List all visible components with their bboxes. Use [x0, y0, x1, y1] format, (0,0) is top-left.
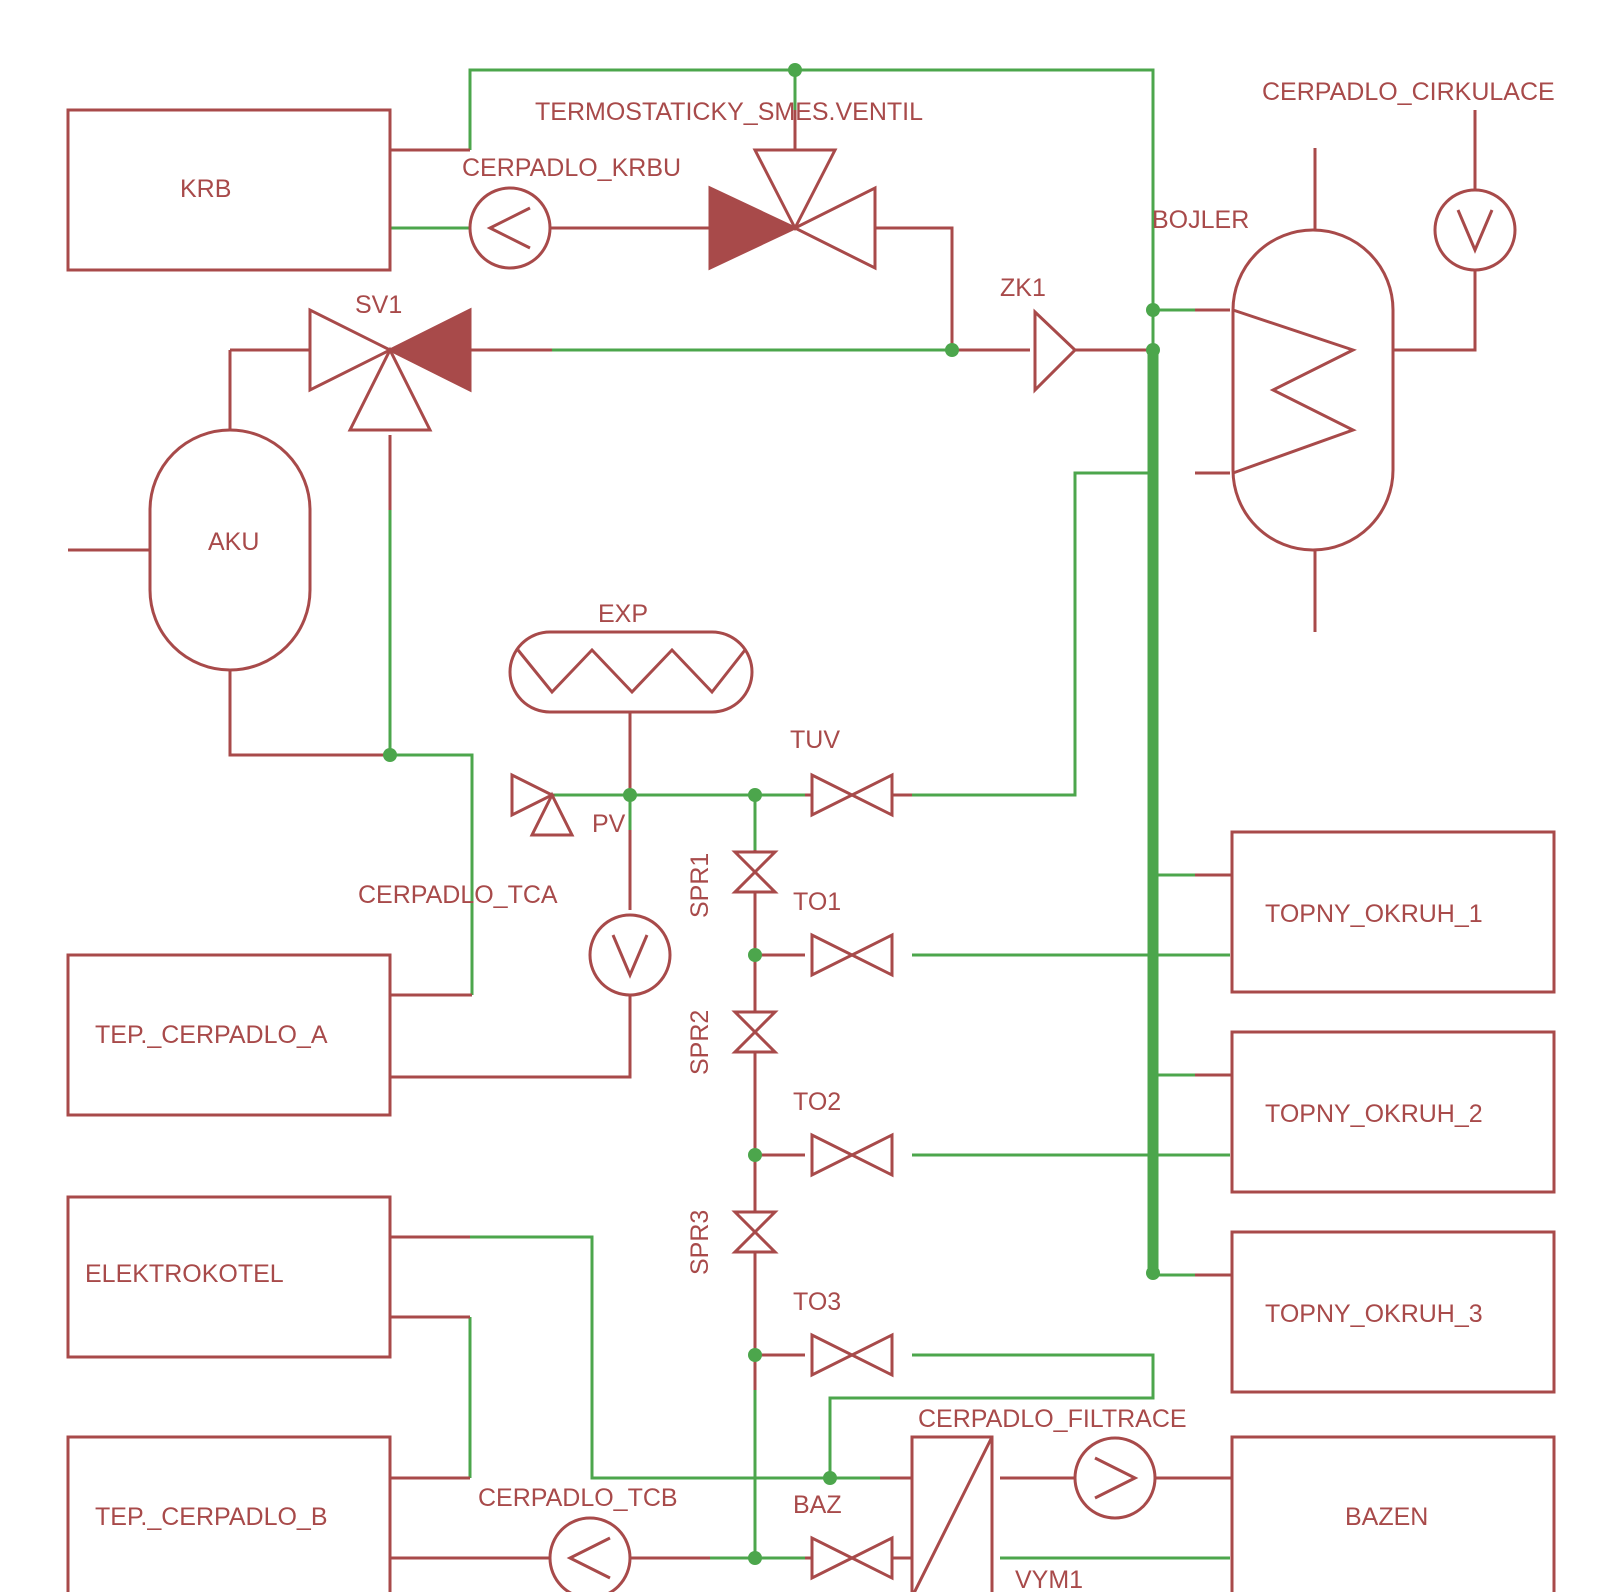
junctions [383, 63, 1160, 1565]
spr2-valve: SPR2 [686, 1010, 779, 1075]
junction [945, 343, 959, 357]
tep-cerpadlo-b-box: TEP._CERPADLO_B [66, 1435, 392, 1592]
to1-label: TO1 [793, 888, 841, 916]
zk1-label: ZK1 [1000, 274, 1046, 302]
pump-arrow-down-icon [611, 934, 649, 979]
topny-okruh-3-label: TOPNY_OKRUH_3 [1265, 1300, 1483, 1328]
aku-tank: AKU [148, 428, 312, 672]
cerpadlo-krbu: CERPADLO_KRBU [462, 154, 681, 270]
junction [748, 1148, 762, 1162]
valve-port-filled-icon [386, 307, 472, 393]
junction [823, 1471, 837, 1485]
vym1-heat-exchanger: VYM1 [910, 1435, 1083, 1592]
component-leads [68, 110, 1477, 1560]
cerpadlo-cirkulace-label: CERPADLO_CIRKULACE [1262, 78, 1555, 106]
sv1-label: SV1 [355, 291, 402, 319]
pump-arrow-down-icon [1456, 209, 1494, 254]
pump-arrow-left-icon [566, 1536, 611, 1580]
bazen-label: BAZEN [1345, 1503, 1428, 1531]
tep-cerpadlo-b-label: TEP._CERPADLO_B [95, 1503, 328, 1531]
aku-label: AKU [208, 528, 259, 556]
topny-okruh-1-label: TOPNY_OKRUH_1 [1265, 900, 1483, 928]
zk1-check-valve: ZK1 [1000, 274, 1078, 394]
topny-okruh-1-box: TOPNY_OKRUH_1 [1230, 830, 1556, 994]
net-elektrokotel-out [470, 1235, 880, 1480]
tuv-label: TUV [790, 726, 840, 754]
valve-port-filled-icon [708, 185, 799, 271]
pipe-nets [388, 68, 1230, 1560]
topny-okruh-2-box: TOPNY_OKRUH_2 [1230, 1030, 1556, 1194]
termostaticky-smes-ventil: TERMOSTATICKY_SMES.VENTIL [535, 98, 923, 271]
bazen-box: BAZEN [1230, 1435, 1556, 1592]
spr1-valve: SPR1 [686, 850, 779, 918]
junction [1146, 303, 1160, 317]
bojler-tank: BOJLER [1152, 206, 1395, 552]
to3-valve: TO3 [793, 1288, 894, 1378]
baz-valve: BAZ [793, 1491, 894, 1581]
junction [383, 748, 397, 762]
elektrokotel-label: ELEKTROKOTEL [85, 1260, 284, 1288]
to2-label: TO2 [793, 1088, 841, 1116]
vym1-label: VYM1 [1015, 1566, 1083, 1592]
junction [748, 1348, 762, 1362]
junction [748, 1551, 762, 1565]
junction [1146, 343, 1160, 357]
spr2-label: SPR2 [686, 1010, 714, 1075]
pump-arrow-left-icon [486, 206, 531, 250]
spr1-label: SPR1 [686, 853, 714, 918]
net-krb-top [468, 68, 1155, 350]
termostaticky-label: TERMOSTATICKY_SMES.VENTIL [535, 98, 923, 126]
junction [748, 788, 762, 802]
cerpadlo-tcb: CERPADLO_TCB [478, 1484, 678, 1592]
sv1-valve: SV1 [308, 291, 472, 432]
net-sv1-down [388, 510, 474, 995]
pv-safety-valve: PV [510, 772, 626, 838]
net-to3 [828, 1353, 1155, 1478]
topny-okruh-2-label: TOPNY_OKRUH_2 [1265, 1100, 1483, 1128]
cerpadlo-cirkulace: CERPADLO_CIRKULACE [1262, 78, 1555, 272]
cerpadlo-tca: CERPADLO_TCA [358, 881, 672, 997]
net-tuv-bojler [912, 471, 1153, 797]
tep-cerpadlo-a-label: TEP._CERPADLO_A [95, 1021, 328, 1049]
topny-okruh-3-box: TOPNY_OKRUH_3 [1230, 1230, 1556, 1394]
to3-label: TO3 [793, 1288, 841, 1316]
junction [788, 63, 802, 77]
krb-label: KRB [180, 175, 231, 203]
bojler-label: BOJLER [1152, 206, 1249, 234]
cerpadlo-tcb-label: CERPADLO_TCB [478, 1484, 678, 1512]
krb-box: KRB [66, 108, 392, 272]
to2-valve: TO2 [793, 1088, 894, 1178]
exp-label: EXP [598, 600, 648, 628]
cerpadlo-filtrace-label: CERPADLO_FILTRACE [918, 1405, 1187, 1433]
spr3-valve: SPR3 [686, 1210, 779, 1275]
cerpadlo-krbu-label: CERPADLO_KRBU [462, 154, 681, 182]
spr3-label: SPR3 [686, 1210, 714, 1275]
junction [623, 788, 637, 802]
baz-label: BAZ [793, 1491, 842, 1519]
cerpadlo-filtrace: CERPADLO_FILTRACE [918, 1405, 1187, 1520]
pv-label: PV [592, 810, 626, 838]
junction [1146, 1266, 1160, 1280]
tuv-valve: TUV [790, 726, 894, 818]
to1-valve: TO1 [793, 888, 894, 978]
junction [748, 948, 762, 962]
exp-vessel: EXP [508, 600, 754, 714]
elektrokotel-box: ELEKTROKOTEL [66, 1195, 392, 1359]
tep-cerpadlo-a-box: TEP._CERPADLO_A [66, 953, 392, 1117]
pump-arrow-right-icon [1094, 1456, 1139, 1500]
bojler-coil [1232, 308, 1357, 475]
cerpadlo-tca-label: CERPADLO_TCA [358, 881, 558, 909]
